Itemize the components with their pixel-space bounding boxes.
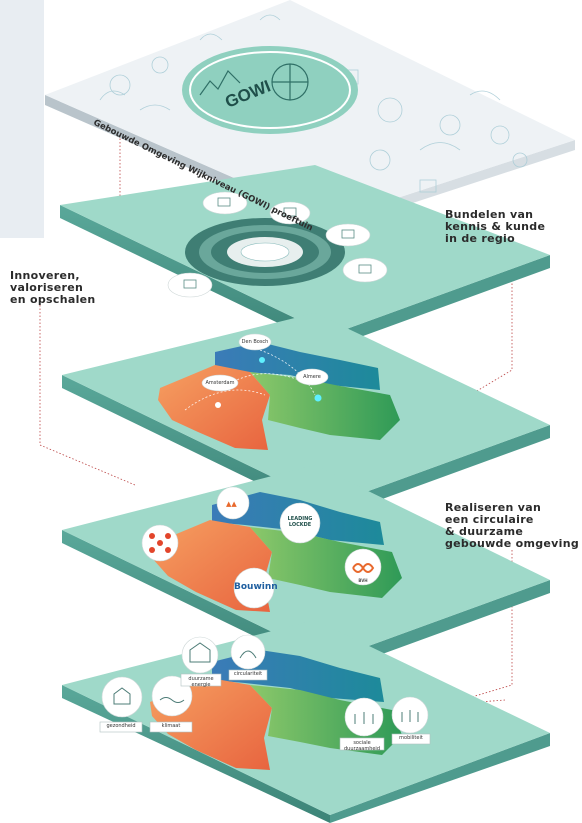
- city-label-3: Amsterdam: [205, 380, 235, 386]
- partner-logo-bvh: BVH: [358, 578, 368, 583]
- annotation-bundelen: Bundelen van kennis & kunde in de regio: [445, 208, 546, 245]
- sidebar-strip: [0, 0, 44, 238]
- tile-label-klimaat: klimaat: [161, 723, 181, 729]
- partner-logo-bouwinn: Bouwinn: [234, 582, 278, 592]
- layer-gowi-box: [45, 0, 575, 230]
- svg-text:▲▲: ▲▲: [226, 500, 237, 508]
- tile-label-mobiliteit: mobiliteit: [399, 735, 423, 741]
- layer-ring: [60, 165, 550, 348]
- tile-label-sociaal: sociale duurzaamheid: [344, 740, 380, 752]
- annotation-realiseren: Realiseren van een circulaire & duurzame…: [445, 501, 580, 550]
- annotation-innoveren: Innoveren, valoriseren en opschalen: [10, 269, 96, 306]
- partner-logo-leading: LEADING LOCKDE: [287, 516, 313, 528]
- layer-map-1: [62, 313, 550, 518]
- tile-label-circulariteit: circulariteit: [233, 671, 263, 677]
- city-label-1: Den Bosch: [241, 339, 269, 345]
- tile-label-energie: duurzame energie: [188, 676, 214, 688]
- layer-map-3: [62, 620, 550, 823]
- tile-label-gezondheid: gezondheid: [106, 723, 136, 729]
- city-label-2: Almere: [303, 374, 321, 380]
